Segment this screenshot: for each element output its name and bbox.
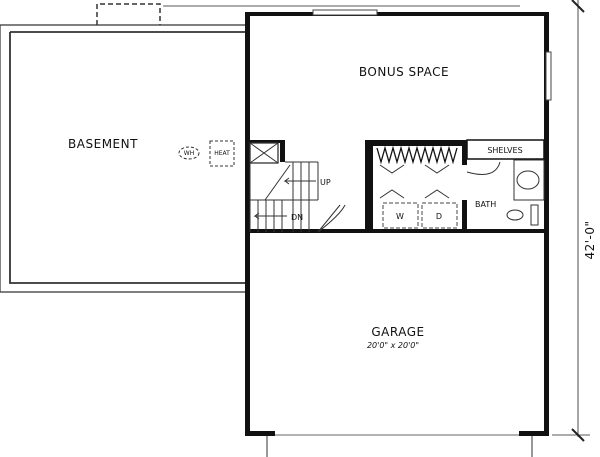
garage-size: 20'0" x 20'0" [367, 341, 419, 350]
closet-rod [376, 145, 458, 165]
exterior-walls [245, 12, 549, 436]
stairs-down-label: DN [291, 213, 303, 222]
toilet-tank [530, 204, 539, 226]
water-heater-label: WH [184, 150, 194, 157]
bath-label: BATH [475, 200, 496, 209]
shelves [466, 139, 545, 160]
dashed-bump [96, 3, 161, 25]
interior-walls [245, 140, 548, 233]
basement-label: BASEMENT [68, 137, 138, 151]
washer: W [382, 202, 419, 229]
bonus-space-label: BONUS SPACE [359, 65, 449, 79]
window-top [312, 9, 378, 16]
heat-unit: HEAT [209, 140, 235, 167]
garage-label: GARAGE [371, 325, 424, 339]
sink [516, 170, 540, 190]
basement-area [0, 3, 245, 293]
arrow-down-icon [253, 212, 287, 220]
door-swing [317, 204, 346, 233]
shelves-label: SHELVES [487, 146, 522, 155]
arrow-up-icon [283, 177, 316, 185]
heat-label: HEAT [214, 150, 230, 157]
dimension-line [163, 0, 590, 442]
stairs-up-label: UP [320, 178, 331, 187]
bifold-doors [379, 164, 450, 199]
water-heater: WH [178, 146, 200, 160]
stairs [249, 142, 346, 233]
dryer-label: D [436, 212, 442, 221]
bath-door-swing [466, 161, 501, 175]
dryer: D [421, 202, 458, 229]
depth-dimension: 42'-0" [583, 220, 597, 259]
toilet [506, 209, 524, 221]
window-right [545, 51, 552, 101]
washer-label: W [396, 212, 404, 221]
shower [513, 159, 545, 201]
